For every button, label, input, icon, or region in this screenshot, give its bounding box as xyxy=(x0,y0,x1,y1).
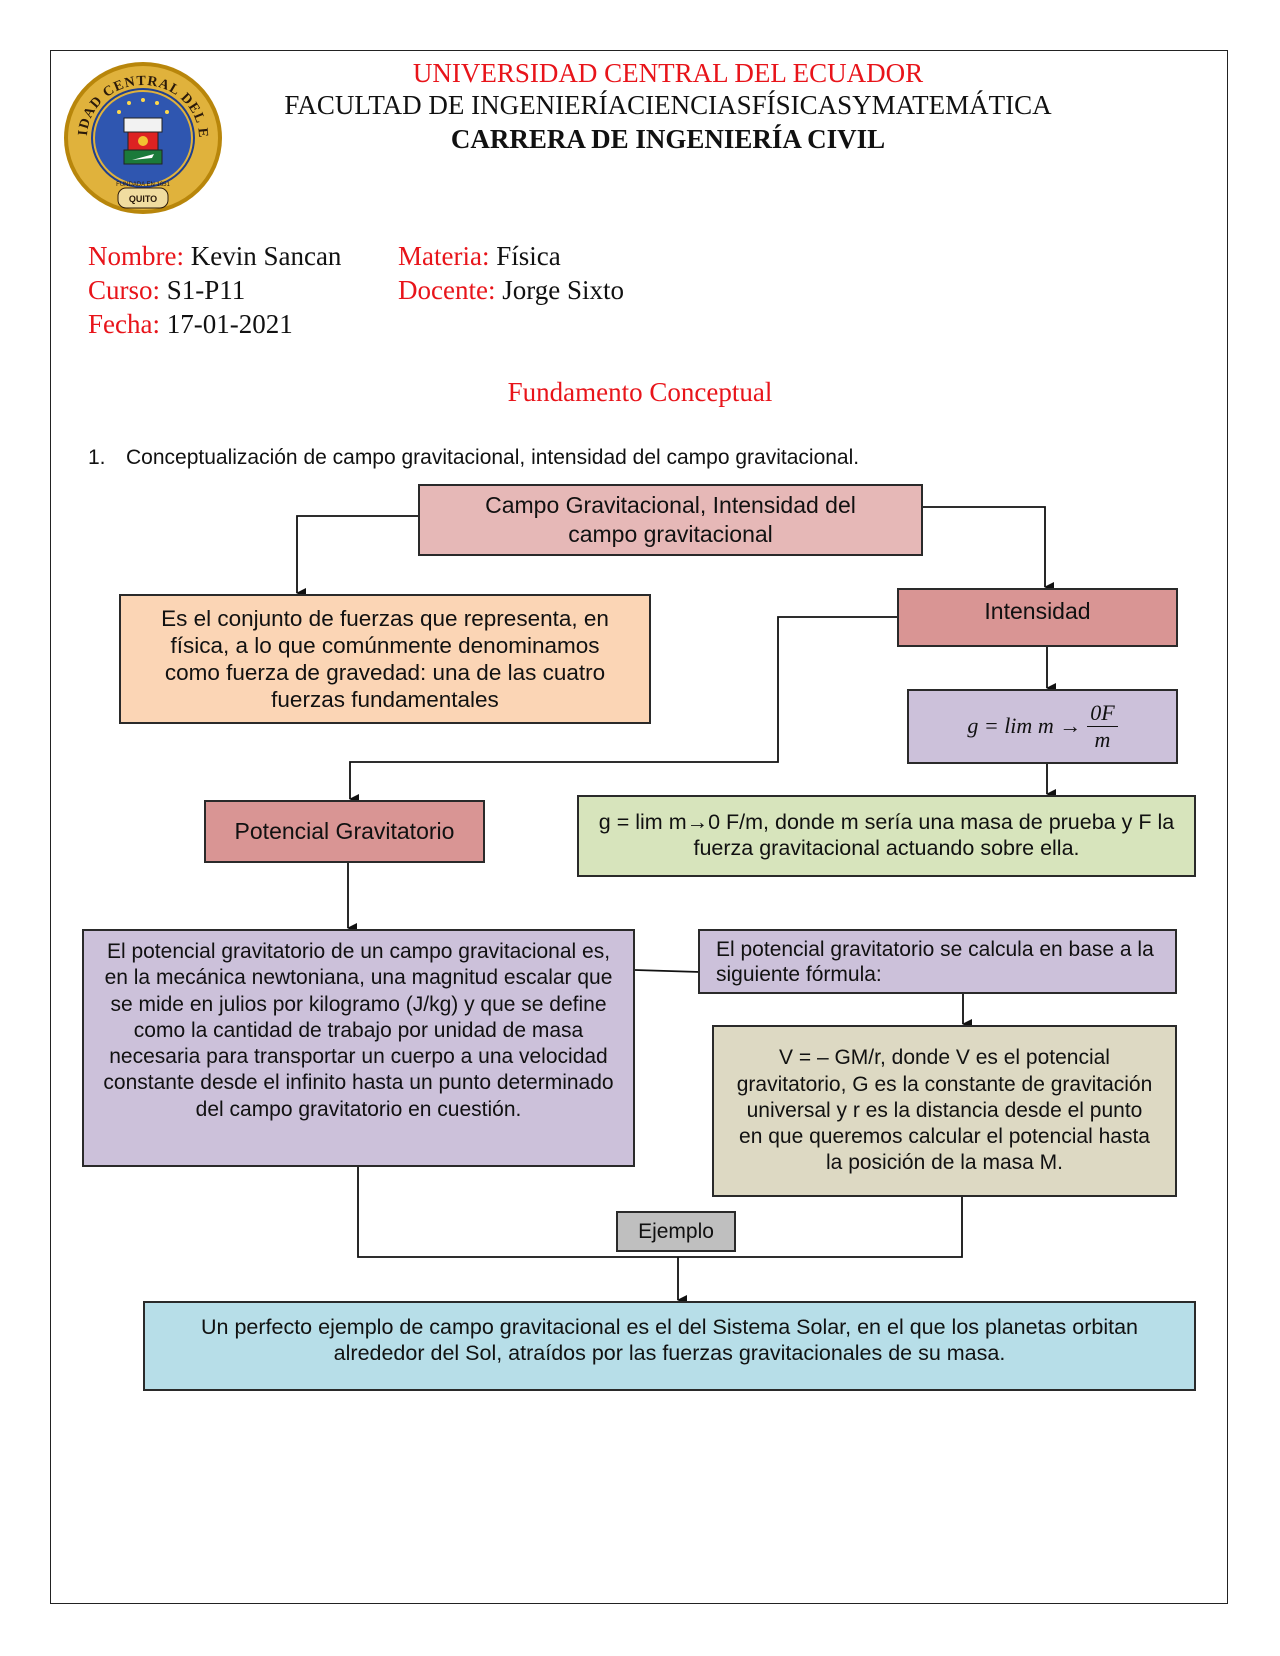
curso-label: Curso: xyxy=(88,275,161,305)
box-ejemplo-text: Un perfecto ejemplo de campo gravitacion… xyxy=(201,1315,1138,1365)
box-potencial-definicion-text: El potencial gravitatorio de un campo gr… xyxy=(103,940,614,1121)
box-formula-intensidad: g = lim m → 0F m xyxy=(907,689,1178,764)
materia-label: Materia: xyxy=(398,241,490,271)
box-potencial-gravitatorio: Potencial Gravitatorio xyxy=(204,800,485,863)
box-potencial-calculo-text: El potencial gravitatorio se calcula en … xyxy=(716,938,1154,987)
nombre-value: Kevin Sancan xyxy=(190,241,342,271)
section-title: Fundamento Conceptual xyxy=(507,377,773,407)
formula-fraction: 0F m xyxy=(1087,700,1118,754)
docente-value: Jorge Sixto xyxy=(502,275,624,305)
career-name: CARRERA DE INGENIERÍA CIVIL xyxy=(450,124,886,154)
box-campo-gravitacional-title: Campo Gravitacional, Intensidad del camp… xyxy=(418,484,923,556)
box-formula-explicacion: g = lim m→0 F/m, donde m sería una masa … xyxy=(577,795,1196,877)
svg-text:FUNDADA EN 1651: FUNDADA EN 1651 xyxy=(116,182,170,188)
box-ejemplo-label-text: Ejemplo xyxy=(638,1219,714,1243)
box-potencial-formula-text: V = – GM/r, donde V es el potencial grav… xyxy=(736,1046,1153,1175)
box-campo-gravitacional-text: Campo Gravitacional, Intensidad del camp… xyxy=(485,492,856,547)
question-number: 1. xyxy=(88,446,106,469)
formula-arrow: → xyxy=(1059,713,1082,739)
box-intensidad: Intensidad xyxy=(897,588,1178,647)
page-frame xyxy=(50,50,1228,1604)
formula-var: m xyxy=(1037,713,1054,739)
curso-value: S1-P11 xyxy=(166,275,246,305)
box-potencial-definicion: El potencial gravitatorio de un campo gr… xyxy=(82,929,635,1167)
faculty-name: FACULTAD DE INGENIERÍACIENCIASFÍSICASYMA… xyxy=(284,90,1052,120)
box-potencial-calculo: El potencial gravitatorio se calcula en … xyxy=(698,929,1177,994)
box-potencial-gravitatorio-text: Potencial Gravitatorio xyxy=(234,817,455,844)
box-definicion-text: Es el conjunto de fuerzas que representa… xyxy=(161,606,609,712)
university-name: UNIVERSIDAD CENTRAL DEL ECUADOR xyxy=(412,58,924,88)
box-potencial-formula: V = – GM/r, donde V es el potencial grav… xyxy=(712,1025,1177,1197)
formula-numerator: 0F xyxy=(1087,700,1118,727)
curso-row: Curso: S1-P11 xyxy=(88,275,245,306)
nombre-row: Nombre: Kevin Sancan xyxy=(88,241,341,272)
question-text: Conceptualización de campo gravitacional… xyxy=(126,446,860,469)
fecha-row: Fecha: 17-01-2021 xyxy=(88,309,293,340)
fecha-label: Fecha: xyxy=(88,309,160,339)
docente-row: Docente: Jorge Sixto xyxy=(398,275,624,306)
materia-row: Materia: Física xyxy=(398,241,561,272)
box-ejemplo: Un perfecto ejemplo de campo gravitacion… xyxy=(143,1301,1196,1391)
materia-value: Física xyxy=(496,241,561,271)
box-intensidad-text: Intensidad xyxy=(984,598,1091,624)
svg-text:QUITO: QUITO xyxy=(129,194,157,204)
box-formula-explicacion-text: g = lim m→0 F/m, donde m sería una masa … xyxy=(598,810,1175,860)
box-definicion: Es el conjunto de fuerzas que representa… xyxy=(119,594,651,724)
nombre-label: Nombre: xyxy=(88,241,184,271)
formula-denominator: m xyxy=(1094,727,1111,752)
docente-label: Docente: xyxy=(398,275,496,305)
formula-lhs: g = lim xyxy=(967,713,1033,739)
university-seal-logo: UNIVERSIDAD CENTRAL DEL ECUADOR QUITO FU… xyxy=(62,60,222,214)
box-ejemplo-label: Ejemplo xyxy=(616,1211,736,1252)
fecha-value: 17-01-2021 xyxy=(166,309,293,339)
